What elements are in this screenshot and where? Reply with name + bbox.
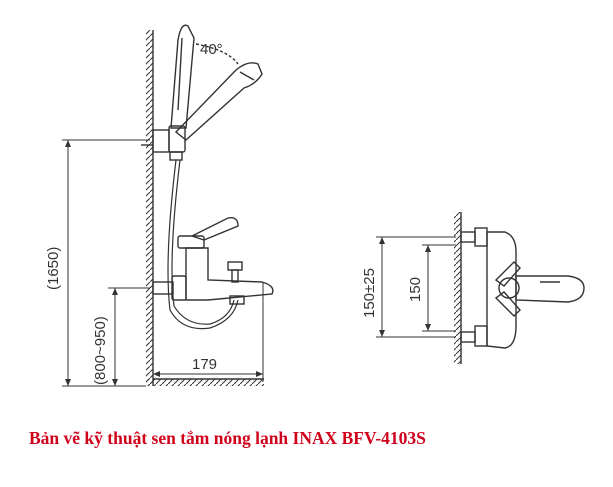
caption: Bản vẽ kỹ thuật sen tắm nóng lạnh INAX B…	[29, 428, 426, 448]
front-view	[376, 212, 585, 364]
dim-outlet-height: (800~950)	[92, 316, 109, 385]
dim-total-height-lines	[62, 139, 150, 387]
dim-spacing-lines	[376, 236, 456, 338]
front-spout	[515, 275, 585, 303]
front-connectors	[460, 227, 488, 347]
dim-depth: 179	[192, 356, 217, 373]
dim-spacing-range: 150±25	[361, 268, 378, 318]
front-wall	[454, 212, 462, 364]
faucet-body	[152, 216, 274, 305]
front-body	[486, 231, 517, 349]
shower-head-vertical	[170, 24, 195, 129]
dim-spacing: 150	[407, 277, 424, 302]
dim-outlet-height-lines	[108, 287, 150, 386]
dim-total-height: (1650)	[45, 247, 62, 290]
dim-depth-lines	[153, 282, 264, 382]
angle-label: 40°	[200, 41, 223, 58]
front-handle	[494, 261, 521, 317]
shower-head-angled	[174, 62, 263, 141]
angle-arc	[195, 43, 239, 65]
side-view	[62, 24, 274, 387]
wall	[146, 30, 264, 386]
shower-hose	[167, 159, 239, 330]
